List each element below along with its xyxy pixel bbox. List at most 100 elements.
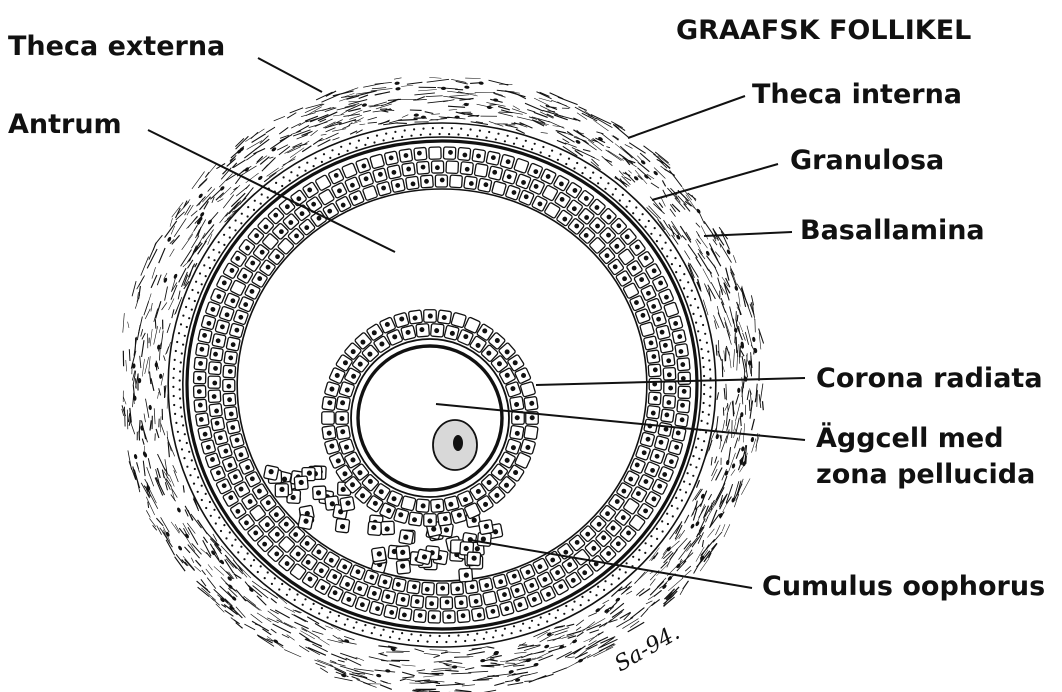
corona-radiata-cell — [324, 439, 340, 455]
corona-radiata-cell-nucleus — [515, 415, 520, 420]
theca-externa-fiber — [441, 652, 448, 653]
theca-externa-fiber — [717, 392, 719, 400]
theca-externa-fiber — [492, 674, 511, 676]
theca-interna-cell — [172, 377, 174, 379]
theca-externa-fiber — [729, 352, 731, 368]
theca-interna-cell — [675, 271, 677, 273]
theca-interna-cell — [698, 458, 700, 460]
theca-interna-cell — [179, 440, 181, 442]
granulosa-cell — [406, 176, 420, 190]
theca-externa-fiber — [207, 594, 214, 601]
cumulus-cell — [381, 521, 395, 535]
theca-externa-nucleus — [463, 103, 468, 107]
theca-interna-cell — [191, 289, 193, 291]
corona-radiata-cell — [322, 396, 336, 410]
theca-externa-fiber — [699, 252, 705, 260]
theca-interna-cell — [706, 422, 708, 424]
granulosa-cell — [205, 453, 220, 468]
theca-interna-cell — [344, 624, 346, 626]
theca-externa-nucleus — [385, 669, 391, 673]
theca-interna-cell — [690, 304, 692, 306]
granulosa-cell — [483, 591, 497, 605]
theca-externa-fiber — [695, 489, 702, 500]
corona-radiata-cell — [524, 425, 538, 439]
theca-externa-fiber — [266, 127, 275, 133]
theca-externa-fiber — [149, 356, 151, 373]
theca-externa-fiber — [378, 653, 384, 654]
theca-interna-cell — [704, 333, 706, 335]
granulosa-cell — [376, 181, 391, 196]
theca-interna-cell — [197, 491, 199, 493]
theca-externa-fiber — [164, 356, 166, 361]
granulosa-cell — [478, 178, 492, 192]
theca-interna-cell — [548, 155, 550, 157]
granulosa-cell — [662, 353, 675, 366]
theca-externa-fiber — [741, 350, 744, 356]
theca-interna-cell — [229, 236, 231, 238]
theca-externa-fiber — [711, 503, 712, 510]
theca-externa-fiber — [611, 587, 622, 597]
theca-externa-nucleus — [737, 388, 740, 393]
granulosa-cell-wall — [664, 302, 679, 317]
theca-externa-nucleus — [480, 659, 486, 663]
theca-externa-fiber — [462, 685, 475, 686]
theca-interna-cell — [576, 162, 578, 164]
theca-externa-fiber — [680, 589, 684, 595]
theca-externa-fiber — [626, 582, 632, 587]
theca-externa-fiber — [161, 423, 165, 435]
theca-externa-fiber — [551, 100, 567, 106]
theca-interna-cell — [479, 130, 481, 132]
corona-radiata-cell — [394, 508, 410, 524]
theca-interna-cell — [329, 157, 331, 159]
theca-interna-cell — [648, 220, 650, 222]
theca-externa-fiber — [731, 470, 735, 476]
cumulus-cell — [459, 568, 473, 582]
theca-interna-cell — [589, 591, 591, 593]
theca-externa-fiber — [638, 609, 643, 613]
granulosa-cell — [229, 433, 244, 448]
theca-interna-cell — [557, 609, 559, 611]
theca-externa-fiber — [490, 660, 498, 661]
cumulus-cell — [396, 560, 410, 574]
theca-interna-cell — [659, 234, 661, 236]
theca-interna-cell — [709, 405, 711, 407]
artist-signature: Sa-94. — [611, 620, 685, 677]
theca-interna-cell — [373, 626, 375, 628]
theca-interna-cell — [638, 559, 640, 561]
theca-interna-cell — [304, 170, 306, 172]
granulosa-cell — [524, 578, 540, 594]
granulosa-cell — [208, 362, 221, 375]
theca-interna-cell — [513, 625, 515, 627]
theca-interna-cell — [703, 384, 705, 386]
theca-externa-fiber — [349, 122, 357, 124]
theca-interna-cell — [306, 162, 308, 164]
granulosa-cell — [350, 564, 366, 580]
granulosa-cell-wall — [474, 163, 488, 177]
theca-externa-fiber — [711, 282, 720, 299]
granulosa-cell — [208, 376, 220, 388]
granulosa-cell — [540, 168, 556, 184]
theca-externa-fiber — [576, 627, 581, 631]
label-theca-externa: Theca externa — [8, 32, 225, 62]
theca-externa-fiber — [199, 178, 207, 186]
theca-interna-cell — [595, 594, 597, 596]
theca-interna-cell — [679, 265, 681, 267]
theca-externa-fiber — [716, 416, 718, 431]
theca-externa-fiber — [582, 622, 595, 632]
theca-interna-cell — [457, 634, 459, 636]
theca-interna-cell — [267, 196, 269, 198]
granulosa-cell — [540, 586, 556, 602]
theca-externa-fiber — [357, 680, 371, 685]
theca-interna-cell — [581, 172, 583, 174]
theca-interna-cell — [241, 213, 243, 215]
theca-interna-cell — [534, 143, 536, 145]
theca-interna-cell — [451, 127, 453, 129]
label-theca-interna: Theca interna — [752, 80, 962, 110]
granulosa-cell-wall — [342, 163, 358, 179]
theca-externa-fiber — [158, 454, 166, 471]
theca-interna-cell — [632, 212, 634, 214]
theca-externa-fiber — [394, 78, 402, 79]
theca-interna-cell — [183, 457, 185, 459]
granulosa-cell — [479, 577, 493, 591]
theca-externa-fiber — [742, 356, 745, 372]
